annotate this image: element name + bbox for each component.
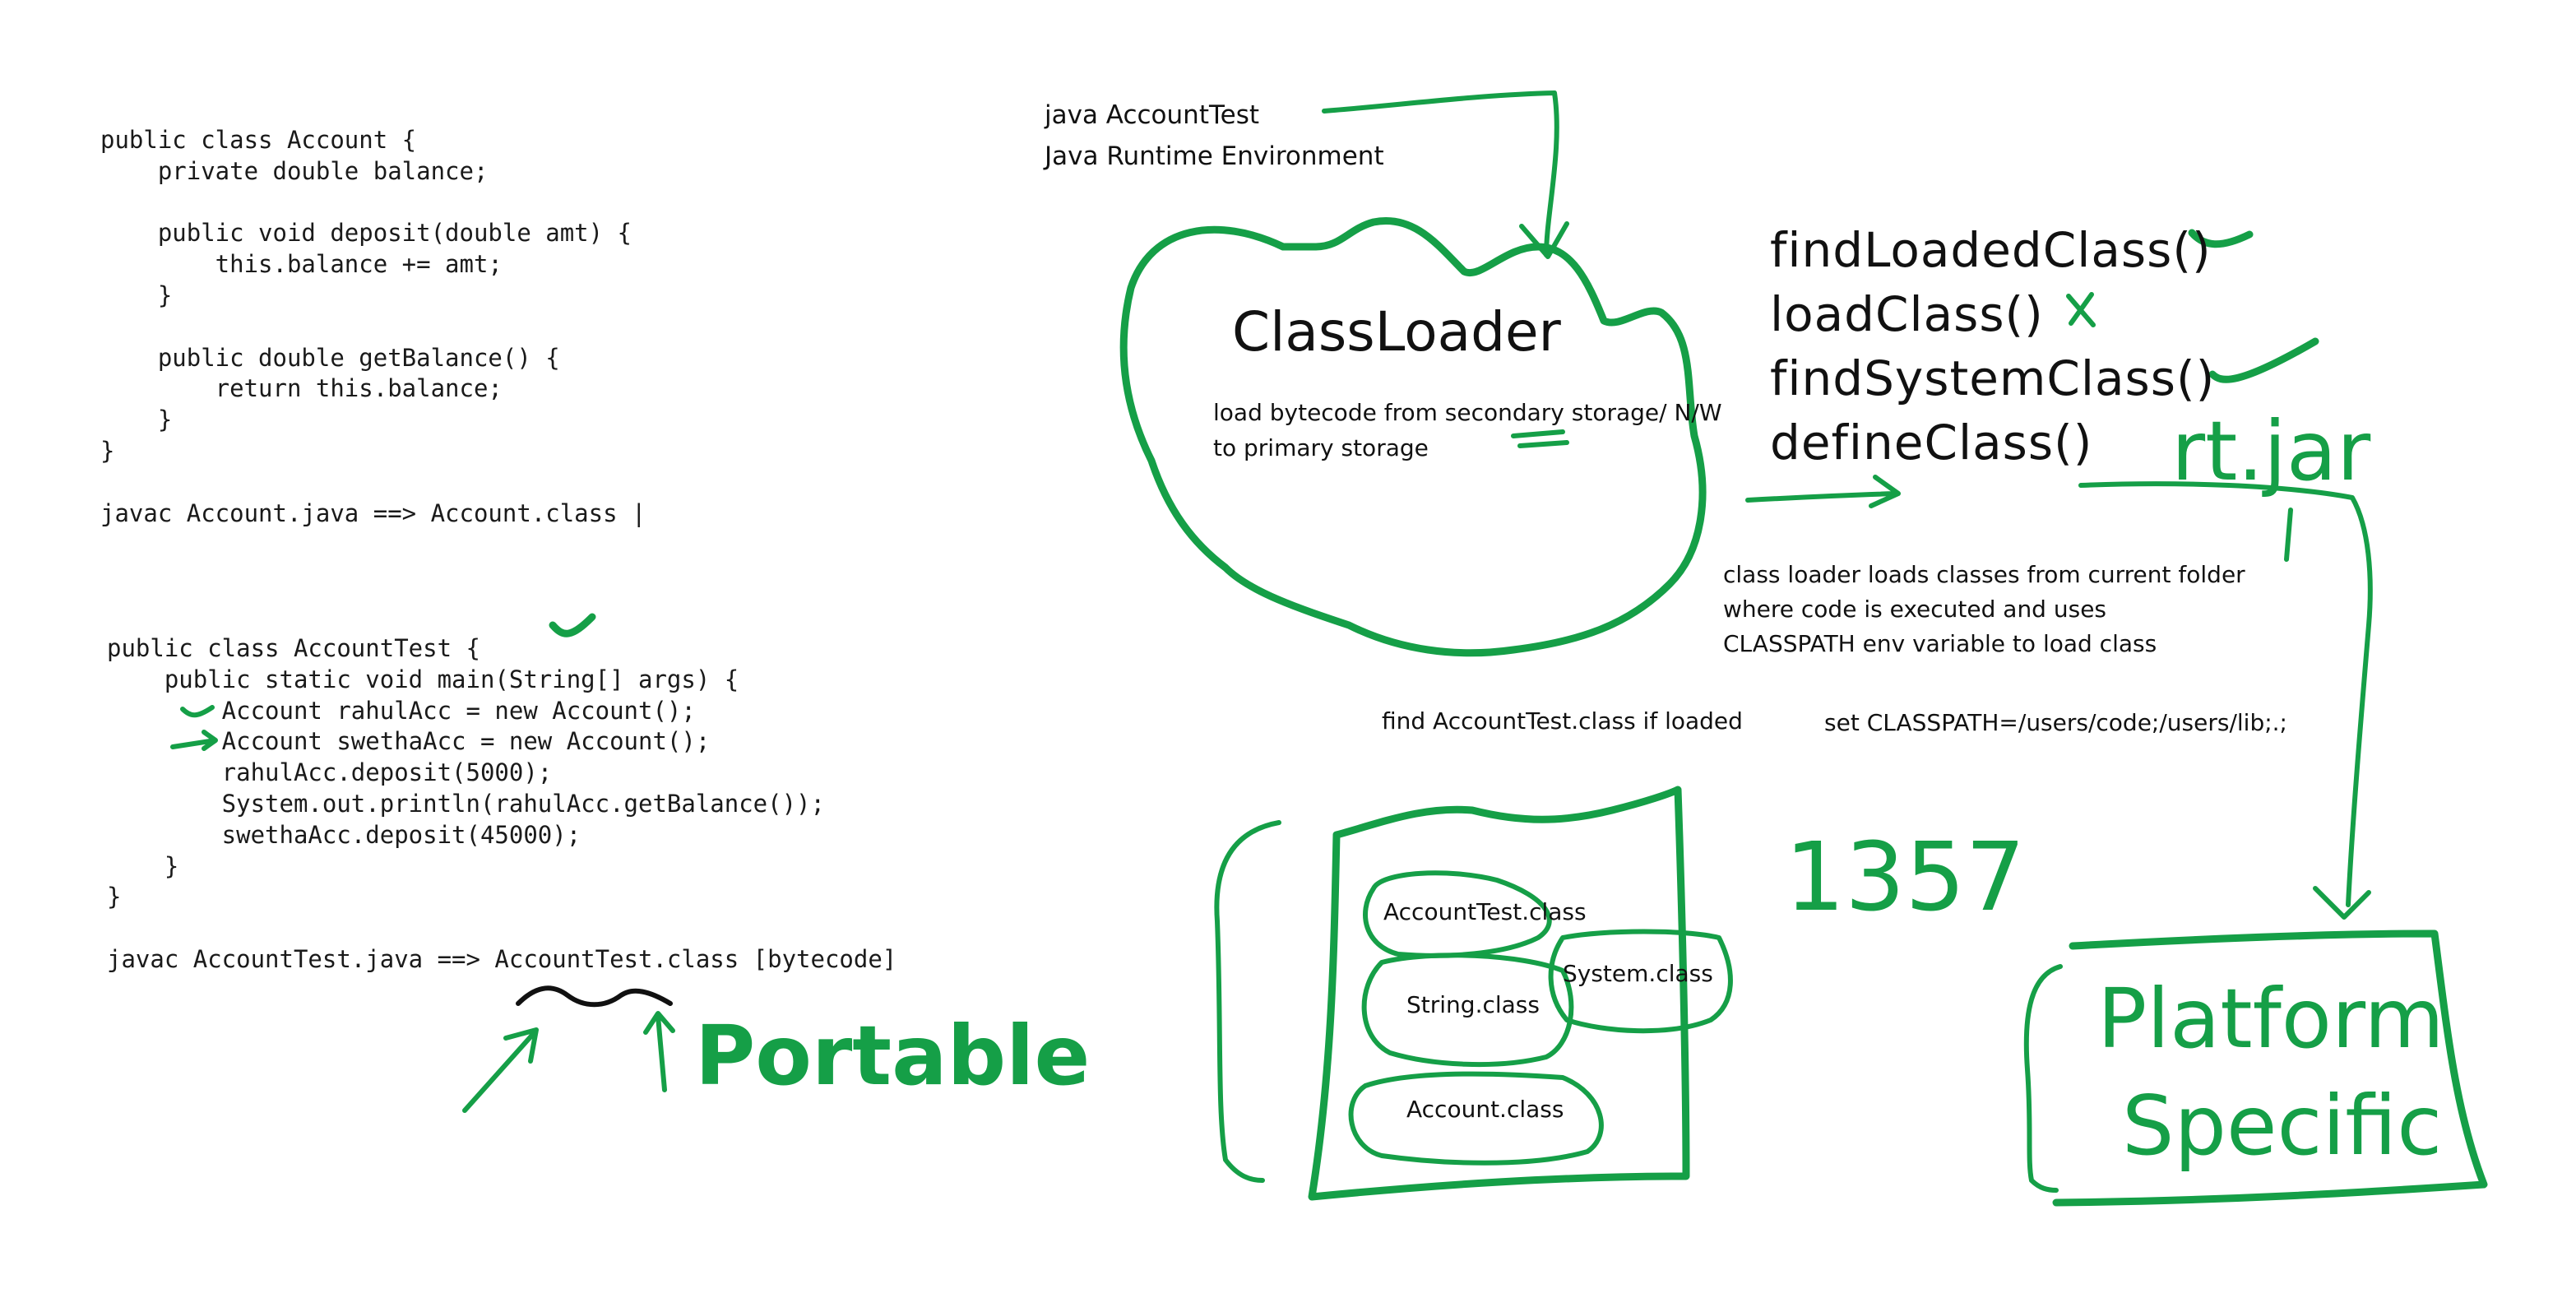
platform-left-bracket bbox=[2023, 964, 2063, 1193]
arrow-icon-portable-left bbox=[462, 1027, 539, 1113]
memory-class-system: System.class bbox=[1563, 960, 1713, 987]
check-icon-rahulacc bbox=[180, 705, 215, 718]
number-annotation: 1357 bbox=[1785, 823, 2026, 933]
blob-accounttest bbox=[1363, 870, 1552, 958]
blob-string bbox=[1361, 953, 1574, 1068]
classloader-description-line2: to primary storage bbox=[1213, 434, 1429, 461]
rtjar-tick bbox=[2284, 508, 2293, 562]
defineclass-underline-arrow bbox=[1745, 475, 1901, 508]
memory-class-accounttest: AccountTest.class bbox=[1383, 898, 1587, 925]
java-command-text: java AccountTest bbox=[1045, 100, 1260, 130]
find-loaded-note: find AccountTest.class if loaded bbox=[1382, 707, 1743, 735]
classloader-note: class loader loads classes from current … bbox=[1723, 561, 2245, 657]
check-icon-findloaded bbox=[2188, 229, 2254, 248]
jre-text: Java Runtime Environment bbox=[1045, 141, 1384, 171]
blob-account bbox=[1348, 1071, 1604, 1166]
classpath-note: set CLASSPATH=/users/code;/users/lib;.; bbox=[1824, 709, 2287, 736]
arrow-icon-portable-right bbox=[643, 1011, 675, 1092]
command-to-loader-arrow bbox=[1322, 90, 1559, 257]
account-class-code: public class Account { private double ba… bbox=[100, 126, 646, 527]
memory-container bbox=[1308, 786, 1690, 1201]
specific-annotation: Specific bbox=[2122, 1078, 2443, 1174]
accounttest-class-code: public class AccountTest { public static… bbox=[107, 634, 897, 973]
blob-system bbox=[1548, 929, 1733, 1034]
method-loadclass: loadClass() bbox=[1770, 286, 2044, 342]
classloader-title: ClassLoader bbox=[1232, 300, 1561, 364]
memory-class-account: Account.class bbox=[1406, 1096, 1564, 1123]
bytecode-squiggle bbox=[516, 985, 673, 1008]
memory-class-string: String.class bbox=[1406, 991, 1540, 1018]
storage-underline bbox=[1511, 429, 1569, 448]
command-arrow-head bbox=[1519, 221, 1569, 259]
classloader-description-line1: load bytecode from secondary storage/ N/… bbox=[1213, 399, 1722, 426]
rtjar-arrow-head bbox=[2313, 886, 2371, 920]
rtjar-annotation: rt.jar bbox=[2171, 403, 2371, 499]
method-findloadedclass: findLoadedClass() bbox=[1770, 222, 2212, 278]
method-defineclass: defineClass() bbox=[1770, 415, 2093, 471]
arrow-icon-swethaacc bbox=[170, 730, 218, 751]
rtjar-to-platform-arrow bbox=[2078, 481, 2373, 907]
memory-left-bracket bbox=[1214, 820, 1281, 1183]
check-icon-findsystem bbox=[2208, 337, 2319, 383]
platform-annotation: Platform bbox=[2097, 971, 2444, 1067]
cross-icon-loadclass bbox=[2066, 292, 2096, 327]
method-findsystemclass: findSystemClass() bbox=[1770, 350, 2216, 406]
check-icon-accounttest bbox=[549, 613, 596, 637]
platform-box bbox=[2052, 929, 2488, 1207]
portable-annotation: Portable bbox=[695, 1008, 1091, 1104]
classloader-cloud bbox=[1119, 217, 1707, 657]
